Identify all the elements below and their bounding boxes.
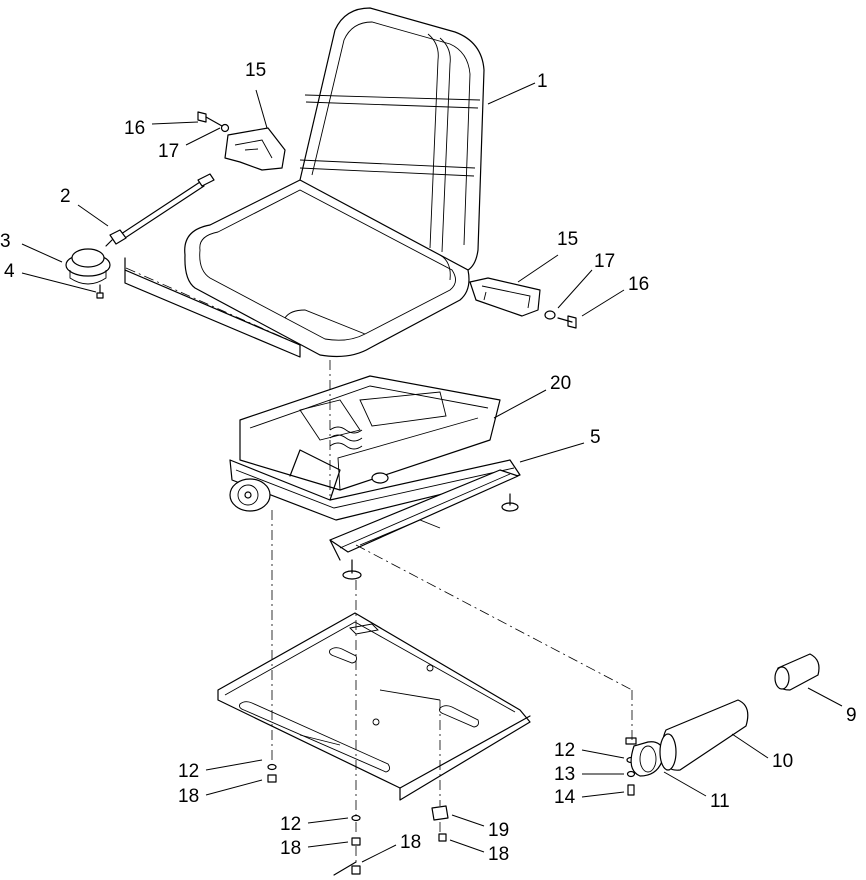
- callout-20: 20: [550, 373, 572, 394]
- hardware-center-stack: [333, 814, 361, 876]
- callout-3: 3: [0, 231, 11, 252]
- callout-16-left: 16: [124, 118, 146, 139]
- callout-14: 14: [554, 787, 576, 808]
- leader-lines: [21, 82, 843, 863]
- callout-17-left: 17: [158, 141, 180, 162]
- clip-19: [431, 805, 449, 842]
- callout-11: 11: [710, 791, 730, 812]
- bracket-left: [197, 111, 286, 171]
- callout-18-center-right: 18: [400, 832, 422, 853]
- cup-holder-assembly: [630, 653, 820, 777]
- callout-13: 13: [554, 764, 576, 785]
- callout-18-center: 18: [280, 838, 302, 859]
- callout-19: 19: [488, 820, 510, 841]
- hardware-left-stack: [267, 763, 277, 783]
- callout-12-center: 12: [280, 814, 302, 835]
- callout-4: 4: [4, 261, 15, 282]
- suspension-assembly: [229, 375, 521, 580]
- callout-5: 5: [590, 427, 601, 448]
- callout-18-left: 18: [178, 786, 200, 807]
- bracket-right: [469, 277, 577, 329]
- callout-1: 1: [537, 71, 548, 92]
- seat-switch-cable: [65, 173, 215, 299]
- callout-12-left: 12: [178, 761, 200, 782]
- callout-2: 2: [60, 186, 71, 207]
- seat-assembly: [124, 7, 485, 358]
- callout-12-right: 12: [554, 740, 576, 761]
- callout-15-right: 15: [557, 229, 579, 250]
- callout-16-right: 16: [628, 274, 650, 295]
- callout-18-right: 18: [488, 844, 510, 865]
- callout-10: 10: [772, 751, 794, 772]
- alignment-lines: [125, 267, 633, 864]
- callout-9: 9: [846, 705, 857, 726]
- callout-17-right: 17: [594, 251, 616, 272]
- callout-15-left: 15: [245, 60, 267, 81]
- base-plate: [217, 612, 531, 801]
